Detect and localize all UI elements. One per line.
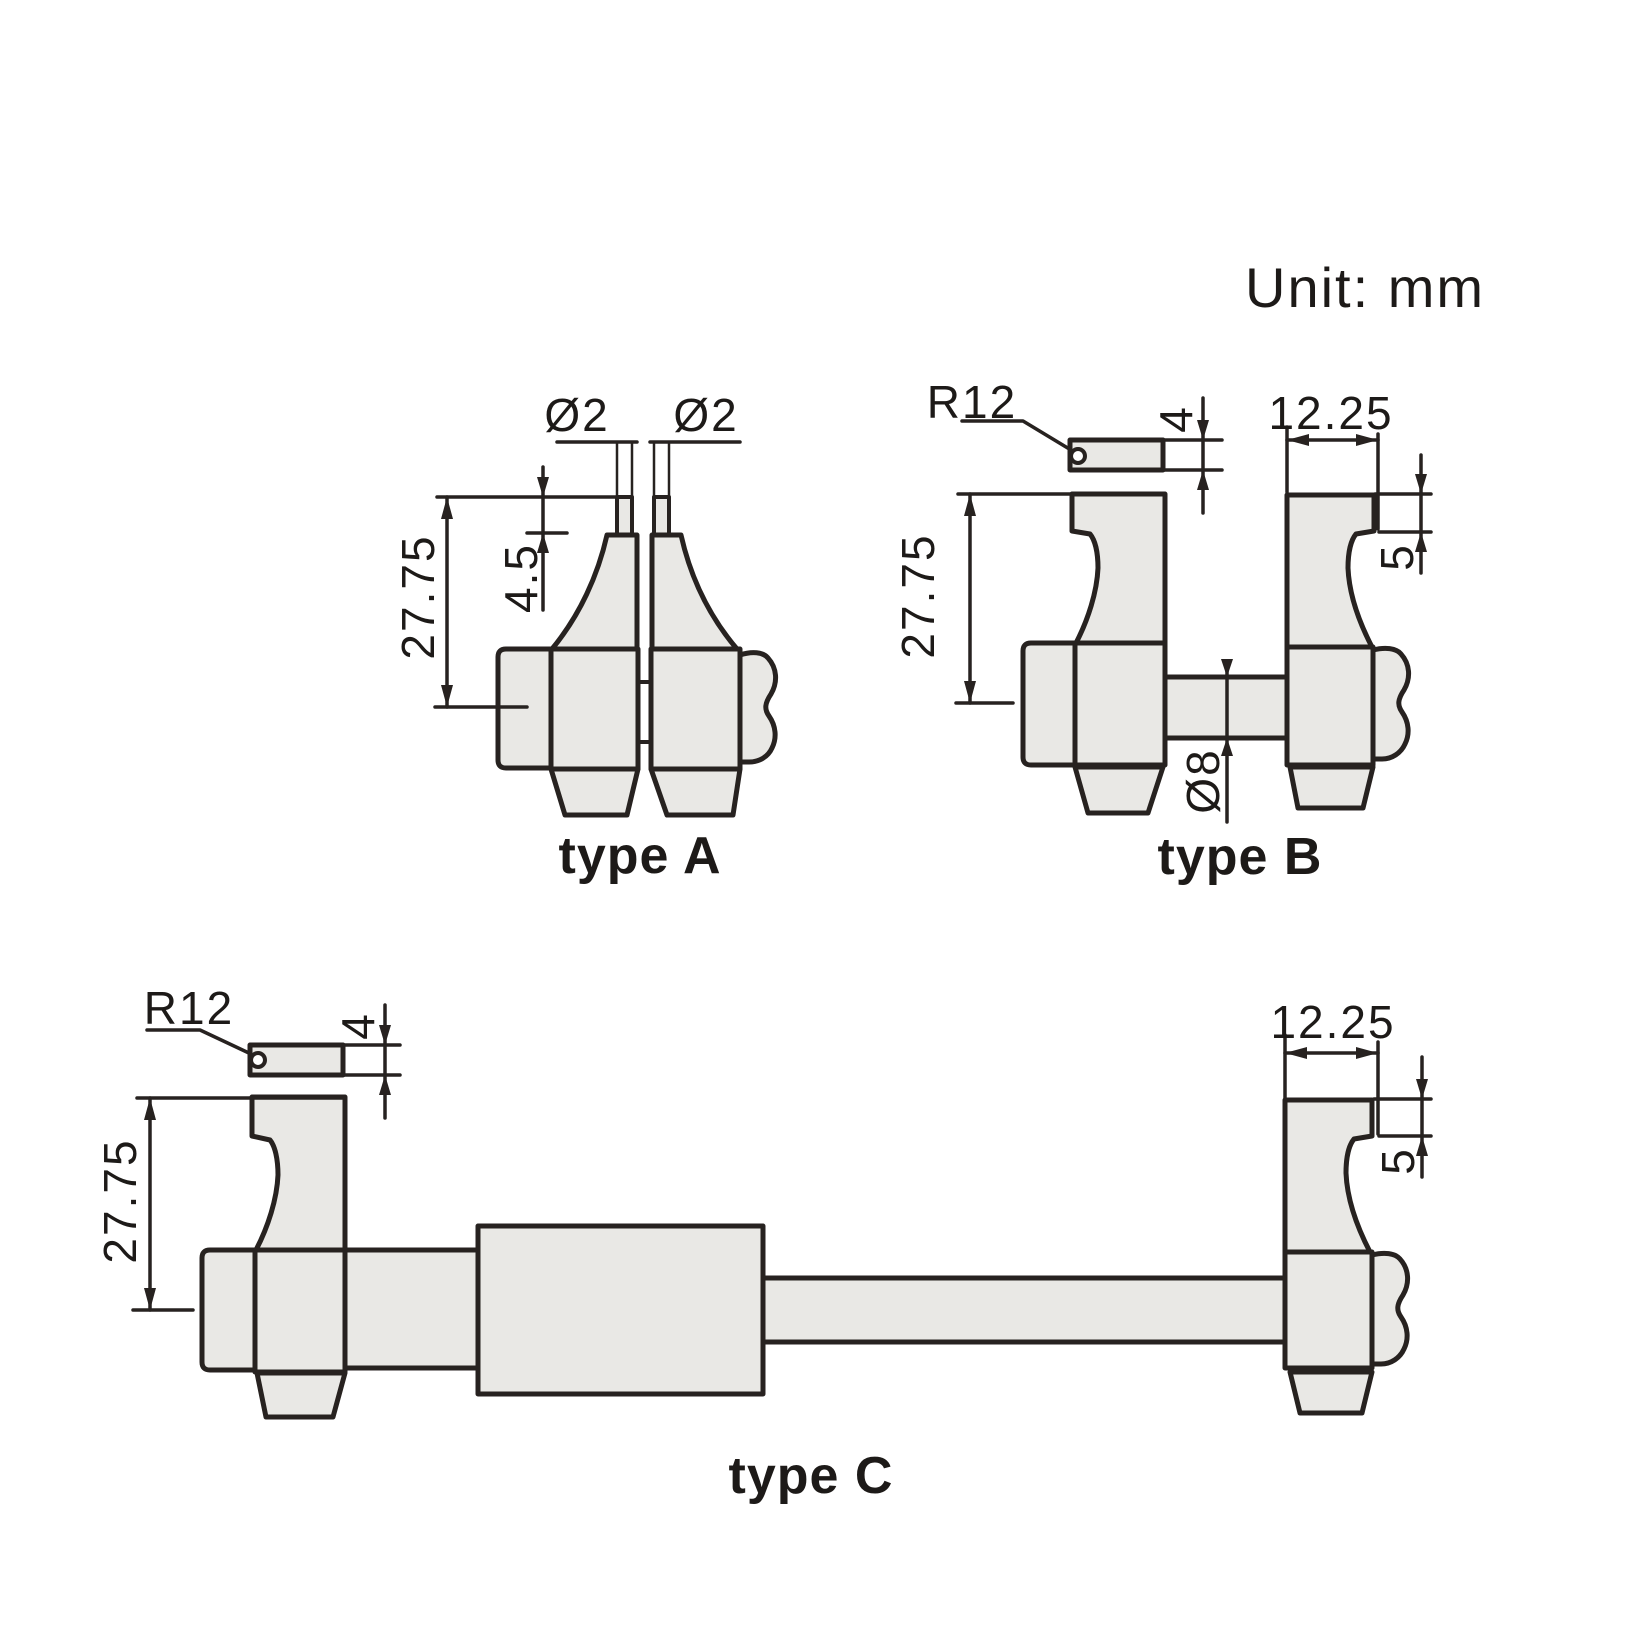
type-a-dia-left-label: Ø2: [544, 389, 610, 441]
arrowhead: [1415, 532, 1427, 552]
type-a-right-pin: [652, 495, 671, 537]
arrowhead: [964, 681, 976, 703]
type-a-spindle-end: [737, 650, 778, 765]
arrowhead: [1285, 1047, 1307, 1059]
type-b-left-body: [1072, 640, 1168, 768]
type-c-radius-label: R12: [143, 982, 235, 1034]
type-c-spindle-end: [1369, 1250, 1410, 1367]
arrowhead: [1416, 1136, 1428, 1156]
type-b-width-label: 12.25: [1268, 387, 1394, 439]
arrowhead: [1356, 1047, 1378, 1059]
type-c-arm-tip-radius: [249, 1051, 267, 1069]
arrowhead: [1415, 474, 1427, 494]
type-c-height-label: 27.75: [94, 1138, 146, 1264]
type-c-bar: [342, 1247, 481, 1371]
type-a-left-pin: [615, 495, 634, 537]
unit-label: Unit: mm: [1245, 256, 1485, 319]
type-c-dimensions: [131, 1003, 1433, 1312]
type-a-pin-length-label: 4.5: [495, 543, 547, 613]
arrowhead: [441, 497, 453, 519]
type-c-left-jaw-upper: [249, 1094, 348, 1253]
arrowhead: [964, 494, 976, 516]
arrowhead: [1221, 659, 1233, 677]
type-b-relief-label: 5: [1371, 543, 1423, 571]
type-a-left-body: [548, 646, 641, 772]
type-a-right-jaw-funnel: [649, 532, 740, 652]
type-b-left-collar: [1020, 640, 1078, 768]
type-a-right-body: [648, 646, 743, 772]
arrowhead: [1416, 1079, 1428, 1099]
type-a-dimensions: [433, 440, 742, 709]
type-c-title: type C: [728, 1447, 894, 1505]
type-a-right-foot: [648, 766, 743, 818]
arrowhead: [441, 685, 453, 707]
type-a-left-jaw-funnel: [549, 532, 640, 652]
type-b-radius-leader: [960, 419, 1073, 452]
type-c-right-jaw-upper: [1282, 1097, 1375, 1255]
type-b-radius-label: R12: [926, 376, 1018, 428]
type-c-width-label: 12.25: [1270, 996, 1396, 1048]
type-c-thin-rod: [760, 1275, 1288, 1345]
arrowhead: [379, 1025, 391, 1045]
type-c-left-body: [252, 1247, 348, 1375]
arrowhead: [537, 477, 549, 497]
type-b-right-foot: [1287, 764, 1376, 811]
type-b-rod-dia-label: Ø8: [1177, 748, 1229, 814]
type-c-left-foot: [254, 1370, 348, 1420]
arrowhead: [537, 533, 549, 553]
arrowhead: [1197, 420, 1209, 440]
type-b-dimensions: [954, 396, 1433, 824]
type-c-radius-leader: [145, 1028, 253, 1056]
type-c-top-arm: [247, 1042, 346, 1078]
type-a-dia-right-label: Ø2: [673, 389, 739, 441]
arrowhead: [144, 1288, 156, 1310]
type-a-pin-extension-lines: [615, 441, 671, 499]
type-c-left-collar: [199, 1247, 258, 1373]
type-a-height-label: 27.75: [392, 534, 444, 660]
type-b-spindle-end: [1370, 645, 1411, 762]
type-c-right-foot: [1287, 1369, 1375, 1416]
type-b-height-label: 27.75: [892, 533, 944, 659]
type-b-left-foot: [1072, 764, 1166, 816]
type-a-drawing: [495, 495, 778, 818]
type-a-left-foot: [548, 766, 641, 818]
arrowhead: [1221, 738, 1233, 756]
type-b-right-jaw-upper: [1284, 492, 1377, 650]
type-b-right-body: [1284, 644, 1376, 768]
type-b-title: type B: [1157, 828, 1323, 886]
arrowhead: [144, 1098, 156, 1120]
arrowhead: [1287, 434, 1309, 446]
arrowhead: [1356, 434, 1378, 446]
type-c-arm-label: 4: [332, 1012, 384, 1040]
type-b-arm-tip-radius: [1069, 447, 1087, 465]
type-c-right-body: [1282, 1249, 1375, 1371]
type-c-center-block: [475, 1223, 766, 1397]
type-b-arm-label: 4: [1150, 405, 1202, 433]
type-a-title: type A: [558, 827, 722, 885]
arrowhead: [379, 1075, 391, 1095]
type-c-drawing: [199, 1042, 1410, 1420]
type-b-left-jaw-upper: [1069, 491, 1168, 646]
type-b-drawing: [1020, 437, 1411, 816]
type-c-relief-label: 5: [1372, 1147, 1424, 1175]
arrowhead: [1197, 470, 1209, 490]
